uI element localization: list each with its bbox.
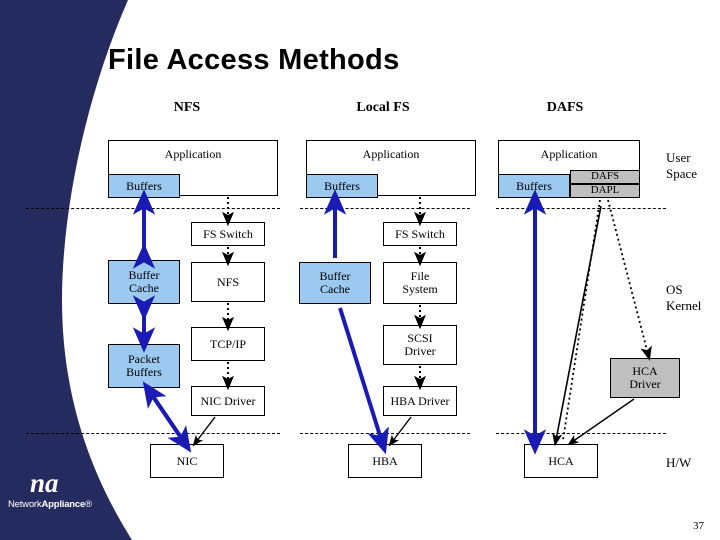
localfs-hba-driver-box: HBA Driver [383,386,457,416]
dafs-hca-driver-box: HCA Driver [610,358,680,398]
nfs-packet-buffers-box: Packet Buffers [108,344,180,388]
nfs-arrow-nic-packet [142,381,186,444]
column-heading-dafs: DAFS [546,100,584,115]
dafs-dot-dapl-hcadriver [607,199,652,361]
nfs-arrow-packet-nic [148,390,192,453]
user-kernel-divider-left [26,208,280,209]
network-appliance-logo: na NetworkAppliance® [8,470,118,532]
nfs-tcpip-box: TCP/IP [191,327,265,361]
column-heading-nfs: NFS [173,100,201,115]
nfs-line-nicdriver-nic [192,416,216,447]
page-title: File Access Methods [108,44,400,76]
logo-wordmark: NetworkAppliance® [8,499,118,510]
nfs-nfs-box: NFS [191,262,265,302]
dafs-dapl-box: DAPL [570,184,640,198]
dafs-buffers-box: Buffers [498,174,570,198]
localfs-line-hbadriver-hba [388,416,412,447]
side-label-user-space: User Space [666,150,698,182]
dafs-line-hcadriver-hca [567,398,635,446]
kernel-hw-divider-right [496,433,666,434]
nfs-buffers-box: Buffers [108,174,180,198]
navy-accent-band [0,0,150,540]
nfs-nic-driver-box: NIC Driver [191,386,265,416]
nfs-nic-box: NIC [150,444,224,478]
dafs-hca-box: HCA [524,444,598,478]
dafs-application-label: Application [540,147,598,161]
localfs-buffer-cache-box: Buffer Cache [299,262,371,304]
user-kernel-divider-mid [300,208,470,209]
localfs-scsi-driver-box: SCSI Driver [383,325,457,365]
page-number: 37 [693,520,704,532]
localfs-hba-box: HBA [348,444,422,478]
nfs-application-label: Application [164,147,222,161]
nfs-application-box: Application [108,140,278,196]
dafs-dot-dapl-hca [562,199,601,441]
user-kernel-divider-right [496,208,666,209]
side-label-hardware: H/W [666,455,692,470]
column-heading-local-fs: Local FS [356,100,410,115]
localfs-buffers-box: Buffers [306,174,378,198]
nfs-fs-switch-box: FS Switch [191,222,265,246]
localfs-application-box: Application [306,140,476,196]
localfs-fs-switch-box: FS Switch [383,222,457,246]
logo-wordmark-light: Network [8,499,42,510]
logo-wordmark-bold: Appliance [41,499,86,510]
dafs-dafs-box: DAFS [570,170,640,184]
localfs-arrow-cache-hba [338,307,389,455]
dafs-line-dapl-hca [552,205,602,447]
nfs-buffer-cache-box: Buffer Cache [108,260,180,304]
localfs-file-system-box: File System [383,262,457,304]
logo-trademark: ® [85,499,92,510]
kernel-hw-divider-mid [300,433,470,434]
logo-mark: na [30,468,59,498]
localfs-application-label: Application [362,147,420,161]
side-label-os-kernel: OS Kernel [666,282,702,314]
kernel-hw-divider-left [26,433,280,434]
